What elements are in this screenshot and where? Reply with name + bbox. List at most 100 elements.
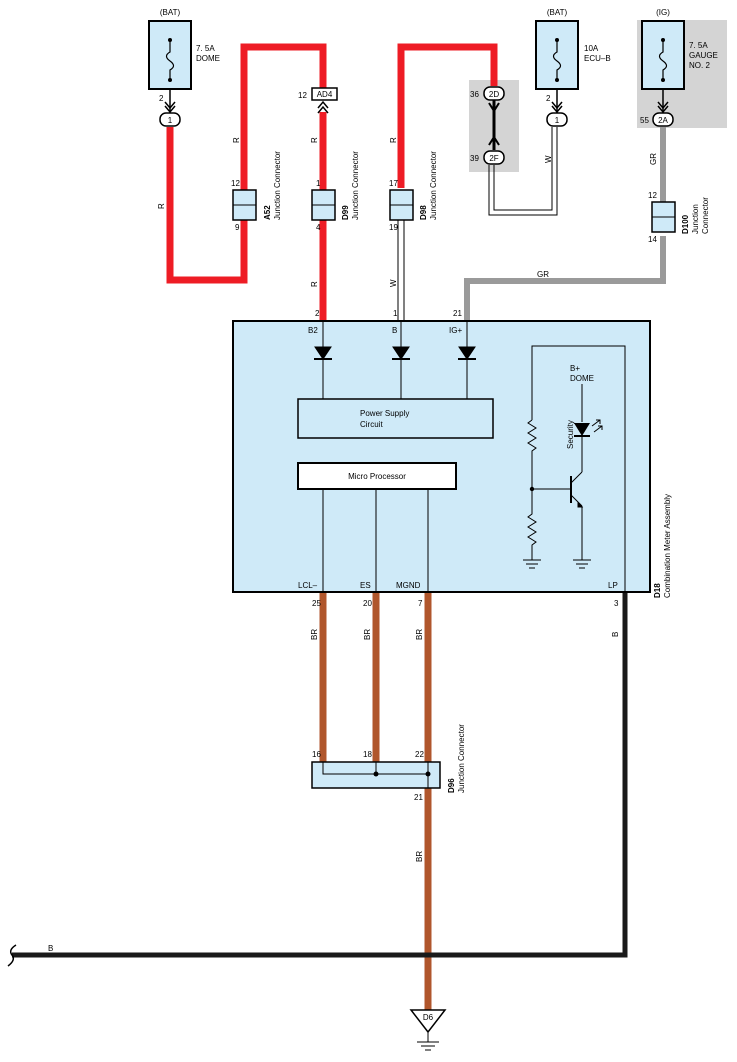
wire-black-lp: [12, 592, 628, 958]
meter-pin-b: B: [392, 326, 397, 335]
svg-text:14: 14: [648, 235, 657, 244]
meter-pin-ig: IG+: [449, 326, 462, 335]
arrow-2d-down: [488, 102, 500, 113]
d98-code: D98: [419, 205, 428, 220]
svg-text:18: 18: [363, 750, 372, 759]
wire-label-r-5: R: [389, 137, 398, 143]
meter-pin-num-mgnd: 7: [418, 599, 423, 608]
svg-text:AD4: AD4: [317, 90, 333, 99]
meter-pin-num-lp: 3: [614, 599, 619, 608]
wire-label-br-3: BR: [415, 629, 424, 640]
svg-text:1: 1: [316, 179, 321, 188]
fuse-gauge-pin: 55: [640, 116, 649, 125]
ad4-arrows: [317, 100, 329, 114]
fuse-dome-connector: [159, 112, 181, 127]
connector-2d: [483, 86, 505, 101]
wire-label-r-1: R: [157, 203, 166, 209]
fuse-dome-element: [165, 40, 175, 80]
fuse-gauge-connector: [652, 112, 674, 127]
d98-desc: Junction Connector: [429, 151, 438, 220]
combination-meter-box: [232, 320, 651, 593]
svg-text:9: 9: [235, 223, 240, 232]
svg-text:21: 21: [414, 793, 423, 802]
d99-code: D99: [341, 205, 350, 220]
fuse-gauge-body: [641, 20, 685, 90]
wire-label-gr-1: GR: [649, 153, 658, 165]
svg-text:16: 16: [312, 750, 321, 759]
svg-text:Micro Processor: Micro Processor: [348, 472, 406, 481]
security-label: Security: [566, 420, 575, 449]
meter-code: D18: [653, 583, 662, 598]
meter-pin-num-b: 1: [393, 309, 398, 318]
fuse-gauge-source: (IG): [656, 8, 670, 17]
wire-red-d98: [397, 43, 498, 188]
svg-text:2F: 2F: [489, 154, 498, 163]
fuse-gauge-element: [658, 40, 668, 80]
meter-pin-lcl: LCL–: [298, 581, 318, 590]
wire-white-ecub: [488, 127, 558, 216]
svg-text:22: 22: [415, 750, 424, 759]
connector-ad4: [311, 87, 338, 101]
fuse-dome-pin: 2: [159, 94, 164, 103]
fuse-gauge-rating: 7. 5A: [689, 41, 708, 50]
wire-gray-ig-low: [464, 236, 666, 321]
c2d-pin: 36: [470, 90, 479, 99]
a52-desc: Junction Connector: [273, 151, 282, 220]
ad4-pin: 12: [298, 91, 307, 100]
wire-label-b-1: B: [611, 632, 620, 637]
svg-text:2A: 2A: [658, 116, 668, 125]
meter-pin-es: ES: [360, 581, 371, 590]
wire-label-w-1: W: [389, 279, 398, 287]
fuse-ecub-element: [552, 40, 562, 80]
svg-text:2D: 2D: [489, 90, 499, 99]
svg-text:12: 12: [231, 179, 240, 188]
micro-processor: [297, 462, 457, 490]
meter-pin-lp: LP: [608, 581, 618, 590]
d100-desc1: Junction: [691, 204, 700, 234]
meter-pin-mgnd: MGND: [396, 581, 421, 590]
svg-text:17: 17: [389, 179, 398, 188]
wire-label-gr-2: GR: [537, 270, 549, 279]
d100-code: D100: [681, 214, 690, 234]
fuse-gauge-name1: GAUGE: [689, 51, 718, 60]
meter-pin-num-ig: 21: [453, 309, 462, 318]
security-dome: DOME: [570, 374, 594, 383]
svg-text:1: 1: [168, 116, 173, 125]
meter-internal-diodes: [314, 321, 476, 399]
fuse-ecub-connector: [546, 112, 568, 127]
wire-label-w-2: W: [544, 155, 553, 163]
meter-name: Combination Meter Assembly: [663, 494, 672, 598]
wire-label-r-3: R: [310, 137, 319, 143]
ground-d6-triangle: [409, 1009, 447, 1034]
svg-text:12: 12: [648, 191, 657, 200]
meter-pin-b2: B2: [308, 326, 318, 335]
fuse-dome-rating: 7. 5A: [196, 44, 215, 53]
wire-label-b-2: B: [48, 944, 53, 953]
d99-desc: Junction Connector: [351, 151, 360, 220]
svg-text:Power Supply: Power Supply: [360, 409, 409, 418]
fuse-dome-source: (BAT): [160, 8, 181, 17]
fuse-ecub-name: ECU–B: [584, 54, 611, 63]
arrow-2f-up: [488, 135, 500, 146]
ground-d6-label: D6: [423, 1013, 434, 1022]
wire-label-r-2: R: [232, 137, 241, 143]
connector-2f: [483, 150, 505, 165]
d96-code: D96: [447, 778, 456, 793]
meter-pin-num-b2: 2: [315, 309, 320, 318]
security-indicator-circuit: [523, 345, 626, 592]
power-supply-circuit: [297, 398, 494, 439]
wire-red-a52-loop: [166, 43, 327, 284]
wire-continuation-mark: [7, 944, 17, 967]
security-bplus: B+: [570, 364, 580, 373]
fuse-ecub-pin: 2: [546, 94, 551, 103]
wire-white-b: [397, 216, 405, 321]
d100-desc2: Connector: [701, 197, 710, 234]
a52-code: A52: [263, 205, 272, 220]
wire-label-br-1: BR: [310, 629, 319, 640]
fuse-gauge-name2: NO. 2: [689, 61, 710, 70]
svg-text:Circuit: Circuit: [360, 420, 383, 429]
fuse-ecub-rating: 10A: [584, 44, 599, 53]
wire-label-br-2: BR: [363, 629, 372, 640]
c2f-pin: 39: [470, 154, 479, 163]
meter-pin-num-es: 20: [363, 599, 372, 608]
